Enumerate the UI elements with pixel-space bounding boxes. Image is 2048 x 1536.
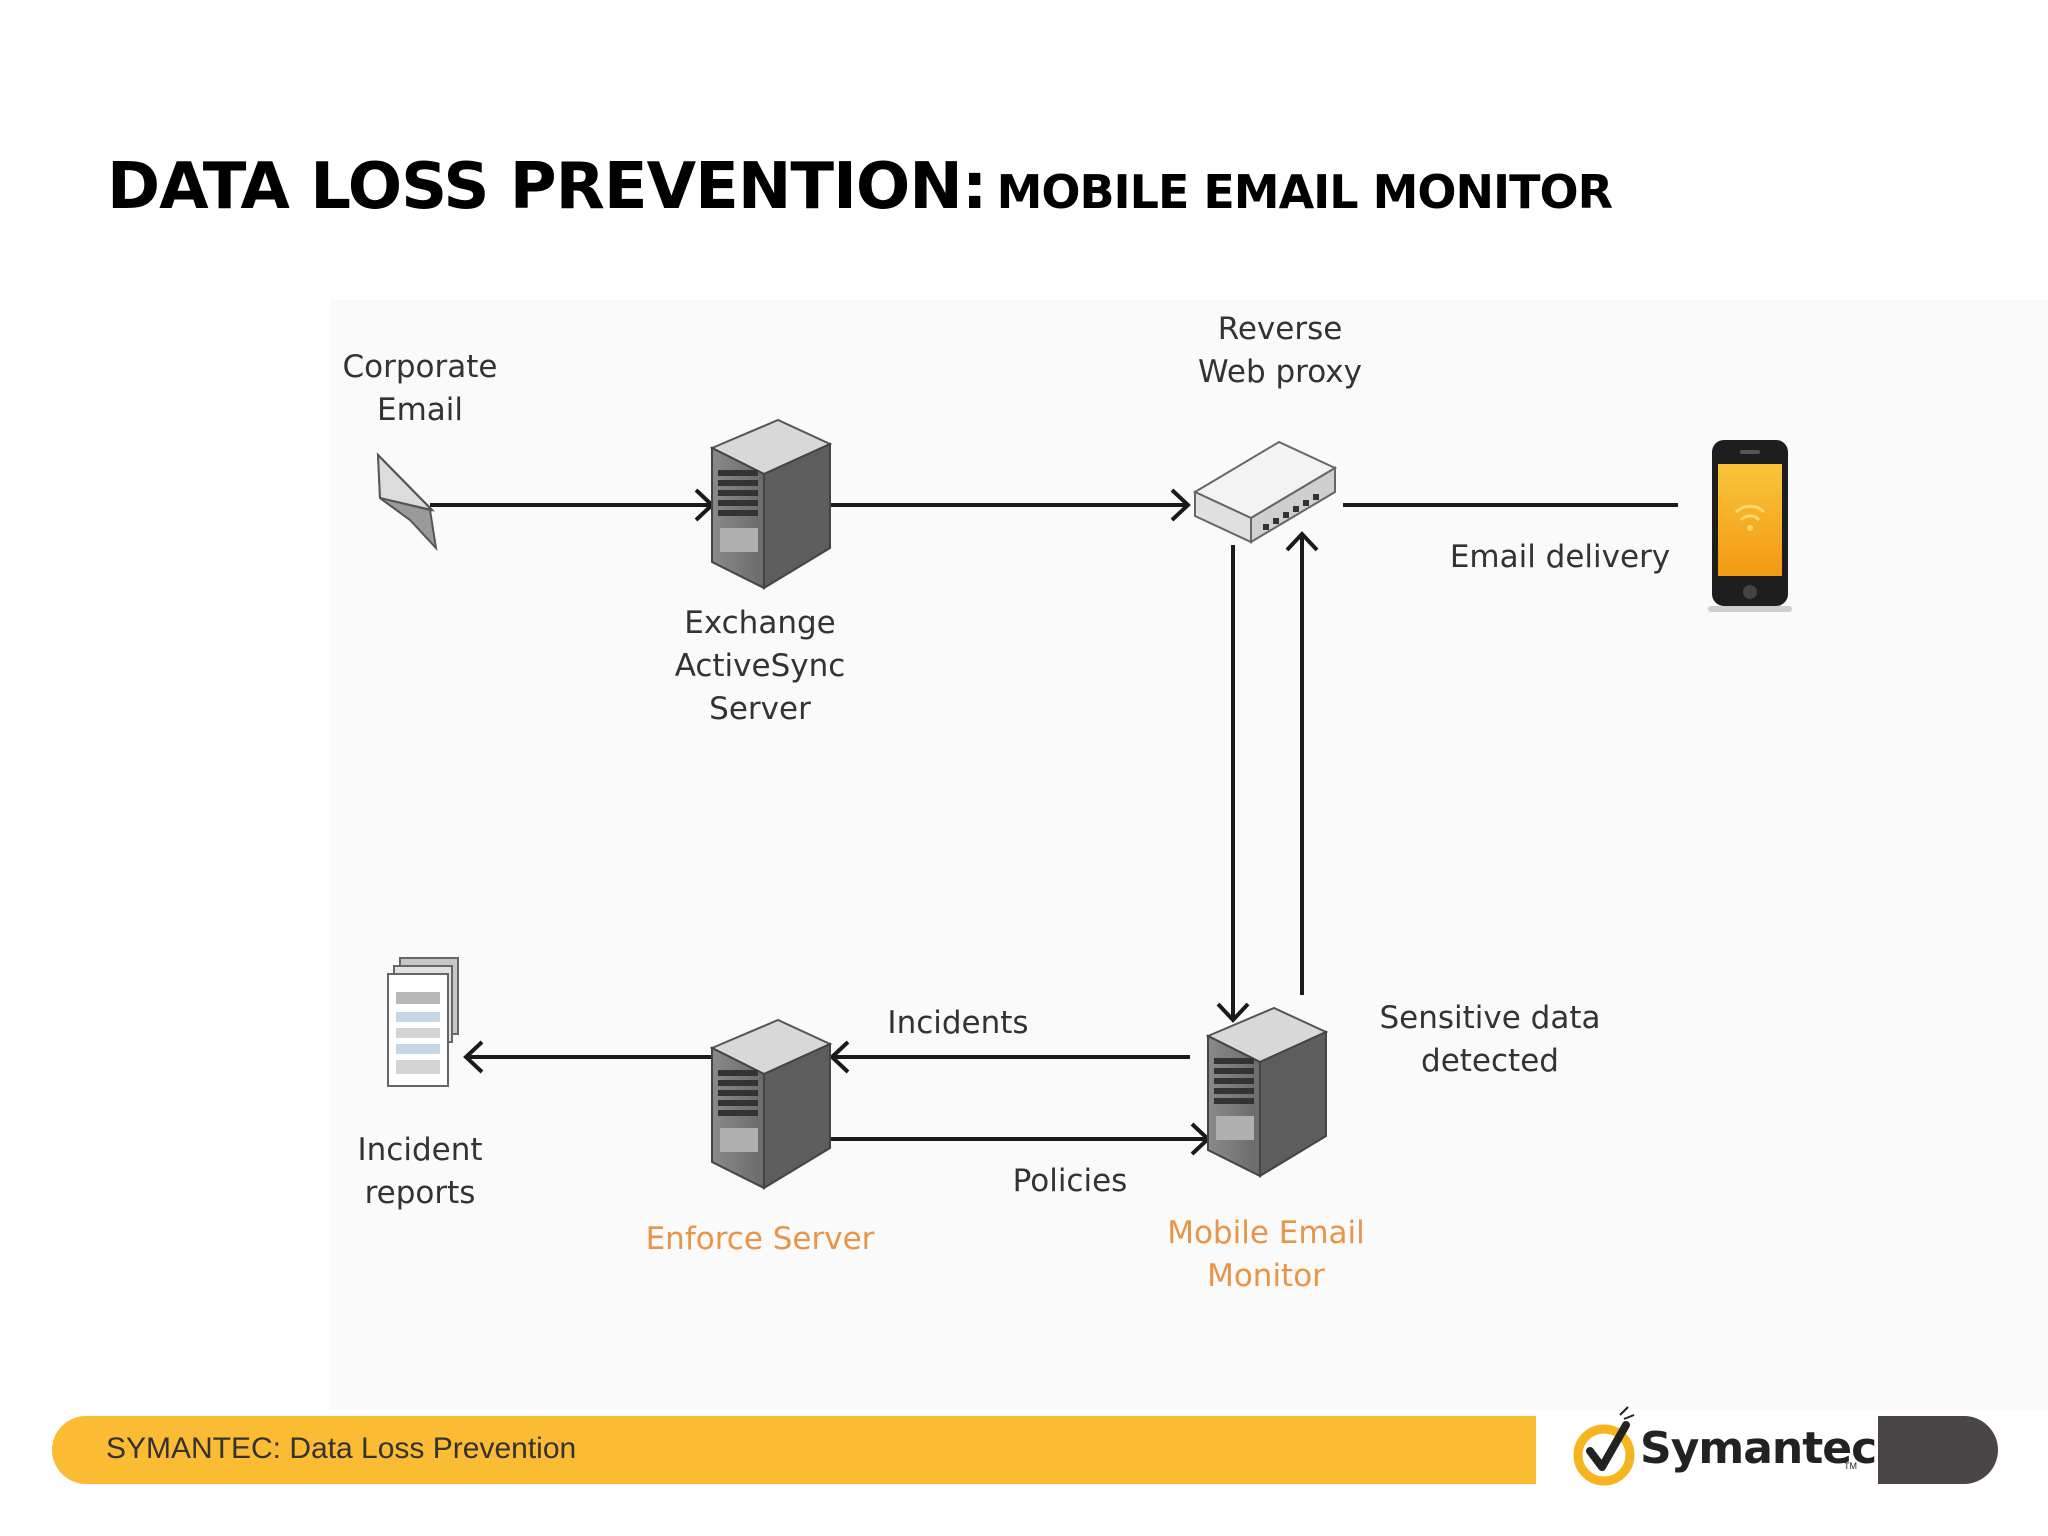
symantec-logo: Symantec. TM xyxy=(1568,1405,1893,1495)
label-enforce-server: Enforce Server xyxy=(645,1221,875,1257)
exchange-server-icon xyxy=(709,418,833,590)
proxy-appliance-icon xyxy=(1192,440,1338,544)
footer-bar: SYMANTEC: Data Loss Prevention xyxy=(52,1416,1536,1484)
label-corporate-email: Corporate Email xyxy=(342,349,498,428)
label-exchange-server: Exchange ActiveSync Server xyxy=(674,605,846,727)
logo-tm: TM xyxy=(1844,1461,1857,1471)
label-policies: Policies xyxy=(1012,1163,1128,1199)
monitor-server-icon xyxy=(1205,1006,1329,1178)
title-main: DATA LOSS PREVENTION: xyxy=(107,150,987,224)
label-email-delivery: Email delivery xyxy=(1449,539,1671,575)
label-sensitive-data: Sensitive data detected xyxy=(1379,1000,1601,1079)
title-sub: MOBILE EMAIL MONITOR xyxy=(996,165,1613,219)
diagram-arrows xyxy=(430,488,1678,1156)
envelope-icon xyxy=(376,452,438,552)
label-incidents: Incidents xyxy=(887,1005,1029,1041)
label-incident-reports: Incident reports xyxy=(357,1132,483,1211)
logo-wordmark: Symantec. xyxy=(1640,1423,1893,1474)
checkmark-logo-icon xyxy=(1573,1406,1635,1486)
label-reverse-proxy: Reverse Web proxy xyxy=(1198,311,1362,390)
page-title: DATA LOSS PREVENTION: MOBILE EMAIL MONIT… xyxy=(107,150,1613,224)
document-stack-icon xyxy=(387,957,459,1087)
footer-tab xyxy=(1878,1416,1998,1484)
footer-text: SYMANTEC: Data Loss Prevention xyxy=(106,1432,577,1465)
smartphone-icon xyxy=(1708,440,1792,612)
enforce-server-icon xyxy=(709,1018,833,1190)
label-mobile-email-monitor: Mobile Email Monitor xyxy=(1167,1215,1365,1294)
